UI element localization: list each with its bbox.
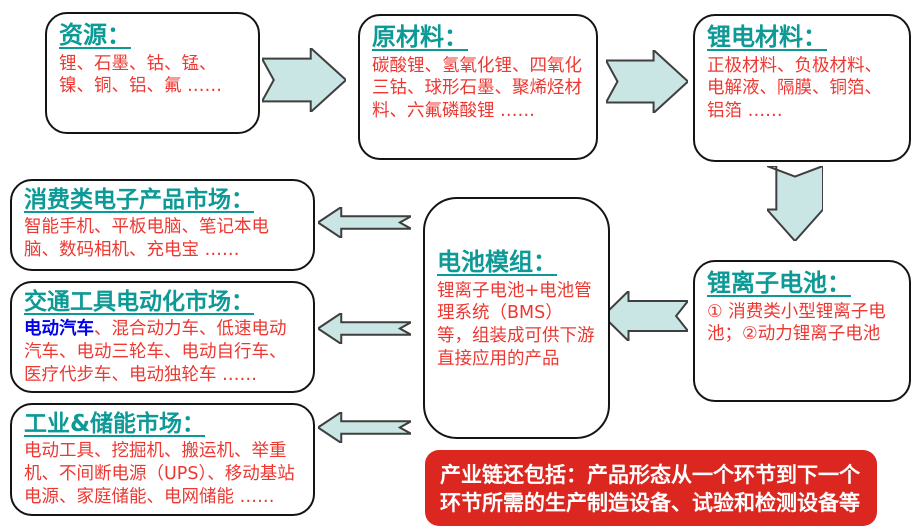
lithium-ion-battery-title: 锂离子电池： [707,269,851,297]
raw-materials-body: 碳酸锂、氢氧化锂、四氧化三钴、球形石墨、聚烯烃材料、六氟磷酸锂 …… [372,55,582,122]
consumer-market-title: 消费类电子产品市场： [24,187,254,213]
raw-materials-title: 原材料： [372,23,468,51]
transport-market-body-rest: 、混合动力车、低速电动汽车、电动三轮车、电动自行车、医疗代步车、电动独轮车 …… [24,319,287,385]
transport-market-title: 交通工具电动化市场： [24,289,254,315]
industry-chain-note: 产业链还包括：产品形态从一个环节到下一个环节所需的生产制造设备、试验和检测设备等 [425,450,877,526]
lithium-battery-materials-box: 锂电材料： 正极材料、负极材料、电解液、隔膜、铜箔、铝箔 …… [693,14,911,162]
battery-module-title: 电池模组： [437,248,557,276]
transport-market-body: 电动汽车、混合动力车、低速电动汽车、电动三轮车、电动自行车、医疗代步车、电动独轮… [24,319,287,385]
lithium-ion-battery-box: 锂离子电池： ① 消费类小型锂离子电池；②动力锂离子电池 [693,260,911,402]
flow-arrow-left-icon [318,412,411,443]
flow-arrow-left-icon [318,313,411,344]
resource-box: 资源： 锂、石墨、钴、锰、镍、铜、铝、氟 …… [45,12,260,134]
industrial-market-title: 工业&储能市场： [24,411,206,437]
resource-body: 锂、石墨、钴、锰、镍、铜、铝、氟 …… [59,53,223,97]
consumer-market-body: 智能手机、平板电脑、笔记本电脑、数码相机、充电宝 …… [24,217,269,261]
resource-title: 资源： [59,21,131,49]
raw-materials-box: 原材料： 碳酸锂、氢氧化锂、四氧化三钴、球形石墨、聚烯烃材料、六氟磷酸锂 …… [358,14,598,160]
flow-arrow-down-icon [767,166,823,241]
industrial-market-body: 电动工具、挖掘机、搬运机、举重机、不间断电源（UPS）、移动基站电源、家庭储能、… [24,441,295,507]
flow-arrow-left-icon [318,207,411,238]
electric-vehicle-highlight: 电动汽车 [24,319,94,340]
flow-arrow-left-icon [603,291,688,341]
battery-module-box: 电池模组： 锂离子电池+电池管理系统（BMS）等，组装成可供下游直接应用的产品 [423,197,610,439]
flow-arrow-right-icon [606,50,688,113]
lithium-battery-materials-title: 锂电材料： [707,23,827,51]
consumer-market-box: 消费类电子产品市场： 智能手机、平板电脑、笔记本电脑、数码相机、充电宝 …… [10,179,315,271]
flow-arrow-right-icon [262,48,346,112]
lithium-battery-materials-body: 正极材料、负极材料、电解液、隔膜、铜箔、铝箔 …… [707,55,882,122]
industrial-market-box: 工业&储能市场： 电动工具、挖掘机、搬运机、举重机、不间断电源（UPS）、移动基… [10,403,315,516]
lithium-ion-battery-body: ① 消费类小型锂离子电池；②动力锂离子电池 [707,301,886,345]
battery-module-body: 锂离子电池+电池管理系统（BMS）等，组装成可供下游直接应用的产品 [437,280,595,369]
transport-market-box: 交通工具电动化市场： 电动汽车、混合动力车、低速电动汽车、电动三轮车、电动自行车… [10,281,315,393]
